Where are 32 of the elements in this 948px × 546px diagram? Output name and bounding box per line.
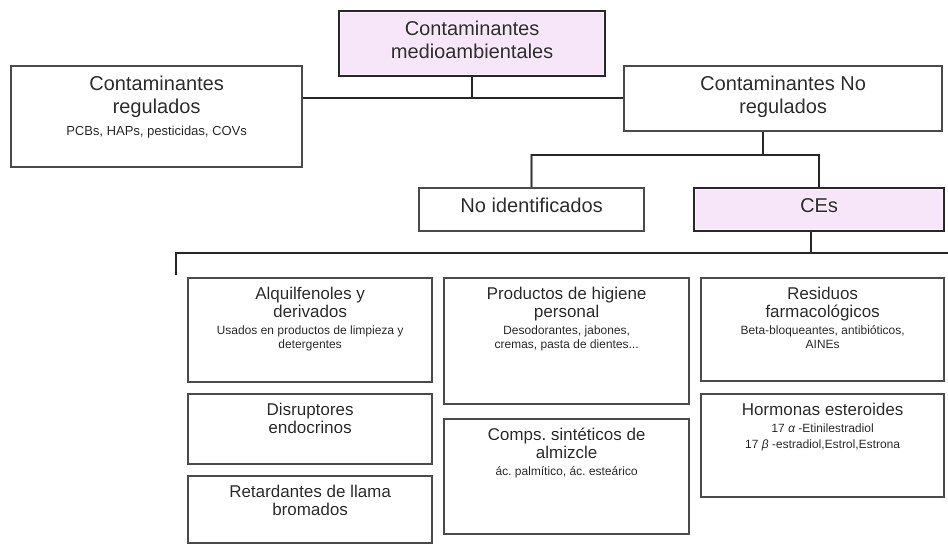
category-title: Alquilfenoles y derivados — [254, 285, 366, 321]
category-box — [623, 65, 943, 132]
category-box — [187, 277, 433, 383]
category-box — [418, 187, 645, 232]
category-box — [700, 393, 945, 498]
category-description: Desodorantes, jabones, cremas, pasta de dientes... — [493, 322, 640, 352]
connector-line — [762, 132, 820, 187]
category-description: Usados en productos de limpieza y detergentes — [216, 322, 404, 352]
category-title: Contaminantes No regulados — [699, 73, 867, 119]
highlighted-category-box — [338, 10, 606, 77]
category-title: No identificados — [460, 195, 603, 218]
category-title: Contaminantes regulados — [88, 73, 225, 119]
category-box — [443, 277, 690, 405]
category-title: Disruptores endocrinos — [266, 401, 354, 437]
highlighted-category-box — [693, 187, 945, 232]
category-description: 17 α -Etinilestradiol — [771, 420, 874, 436]
category-box — [443, 418, 690, 535]
category-title: Retardantes de llama bromados — [228, 483, 392, 519]
category-title: Contaminantes medioambientales — [390, 18, 554, 64]
category-title: Productos de higiene personal — [486, 285, 648, 321]
category-box — [187, 475, 433, 544]
category-title: Hormonas esteroides — [742, 401, 904, 419]
category-box — [187, 393, 433, 465]
category-description: ác. palmítico, ác. esteárico — [495, 464, 638, 478]
category-box — [700, 277, 945, 382]
category-description: 17 β -estradiol,Estrol,Estrona — [745, 437, 900, 452]
category-description: Beta-bloqueantes, antibióticos, AINEs — [739, 322, 906, 352]
category-title: Residuos farmacológicos — [764, 285, 881, 321]
category-box — [10, 65, 303, 168]
category-title: Comps. sintéticos de almizcle — [486, 426, 646, 462]
category-description: PCBs, HAPs, pesticidas, COVs — [66, 123, 247, 139]
category-title: CEs — [800, 195, 838, 218]
